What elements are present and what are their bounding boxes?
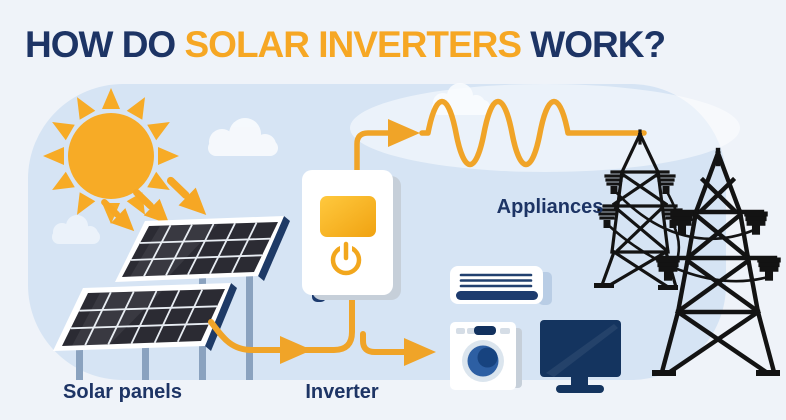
inverter-icon <box>302 170 401 302</box>
page-title: HOW DO SOLAR INVERTERS WORK? <box>25 24 725 66</box>
cloud-icon <box>208 118 278 156</box>
solar-panel-icon <box>115 216 290 282</box>
inverter-screen <box>320 196 376 237</box>
title-part-highlight: SOLAR INVERTERS <box>184 24 522 65</box>
washing-machine-icon <box>450 322 522 390</box>
appliances-label: Appliances <box>496 196 604 218</box>
air-conditioner-icon <box>450 266 552 305</box>
cloud-icon <box>52 215 100 244</box>
transmission-tower-icon <box>652 147 780 376</box>
title-part-1: HOW DO <box>25 24 185 65</box>
sun-icon <box>43 88 179 224</box>
dc-flow-line <box>208 290 355 364</box>
appliance-flow-arrow-icon <box>404 338 436 366</box>
ac-sine-wave-icon <box>354 98 647 175</box>
tv-icon <box>540 320 621 393</box>
ac-flow-arrow-icon <box>388 119 420 147</box>
power-button-icon <box>330 241 362 276</box>
inverter-label: Inverter <box>305 381 379 403</box>
title-part-3: WORK? <box>521 24 666 65</box>
appliance-flow-line <box>360 331 436 366</box>
dc-flow-arrow-icon <box>280 336 312 364</box>
solar-panel-icon <box>53 283 237 351</box>
solar-panels-label: Solar panels <box>63 381 182 403</box>
